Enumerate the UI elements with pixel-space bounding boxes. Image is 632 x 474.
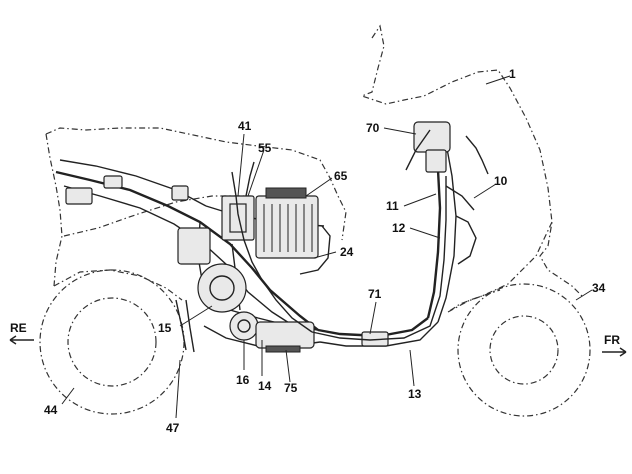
callout-1: 1	[509, 67, 516, 81]
callout-44: 44	[44, 403, 58, 417]
callout-65: 65	[334, 169, 348, 183]
callout-11: 11	[386, 199, 399, 213]
front-arrow-icon	[602, 347, 627, 357]
front-wheel	[447, 283, 591, 417]
direction-arrows	[9, 335, 627, 357]
callout-55: 55	[258, 141, 272, 155]
callout-75: 75	[284, 381, 298, 395]
direction-front-label: FR	[604, 333, 620, 347]
rear-arrow-icon	[9, 335, 34, 345]
leader-lines	[61, 75, 593, 419]
callout-labels: 1 70 10 11 12 41 55 65 24 71 34 15 16 14…	[10, 67, 620, 435]
callout-24: 24	[340, 245, 354, 259]
callout-13: 13	[408, 387, 422, 401]
components	[65, 121, 451, 353]
phantom-body-outline	[45, 24, 585, 313]
callout-34: 34	[592, 281, 606, 295]
callout-12: 12	[392, 221, 406, 235]
rear-wheel	[39, 269, 185, 415]
callout-70: 70	[366, 121, 380, 135]
callout-14: 14	[258, 379, 272, 393]
callout-10: 10	[494, 174, 508, 188]
callout-15: 15	[158, 321, 172, 335]
callout-71: 71	[368, 287, 382, 301]
callout-16: 16	[236, 373, 250, 387]
wiring-harness	[231, 129, 489, 341]
callout-47: 47	[166, 421, 180, 435]
direction-rear-label: RE	[10, 321, 27, 335]
callout-41: 41	[238, 119, 252, 133]
